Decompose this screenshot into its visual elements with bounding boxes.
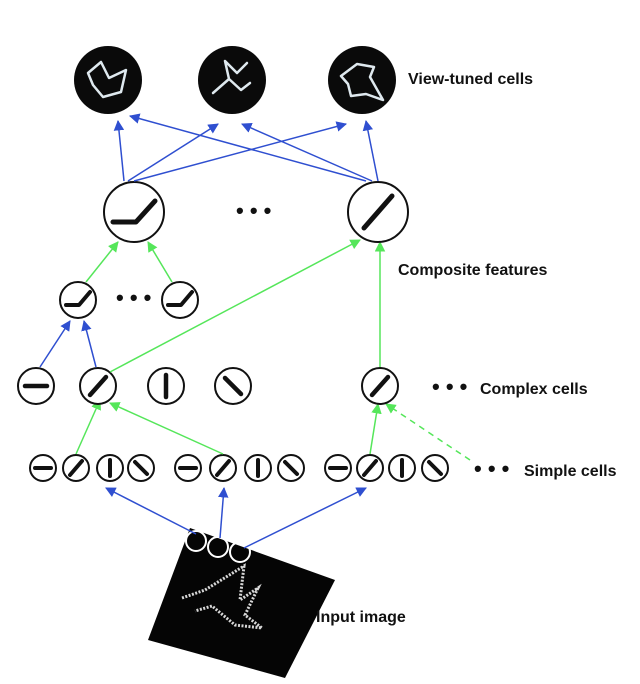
view-tuned-cells-label: View-tuned cells [408, 71, 533, 88]
complex-cells [17, 367, 399, 405]
view-tuned-cell [198, 46, 266, 114]
composite-to-view-tuned-arrows [113, 113, 379, 182]
receptive-field-1 [185, 530, 207, 552]
composite-subunit [59, 281, 97, 319]
composite-subunits [59, 281, 199, 319]
composite-subunit [161, 281, 199, 319]
complex-to-subunit-arrows [39, 319, 97, 368]
receptive-field-2 [207, 536, 229, 558]
input-to-simple-arrows [105, 486, 367, 549]
view-tuned-cells [74, 46, 396, 114]
complex-cells-label: Complex cells [480, 381, 588, 398]
simple-cells-group-3 [324, 454, 449, 482]
subunit-to-composite-arrows [85, 241, 173, 283]
complex-to-composite-arrows [109, 239, 386, 373]
simple-cells-group-1 [29, 454, 155, 482]
input-stimulus-pattern [181, 563, 268, 631]
composite-ellipsis: • • • [236, 198, 271, 223]
view-tuned-cell [328, 46, 396, 114]
composite-cell [103, 181, 165, 243]
receptive-field-3 [229, 541, 251, 563]
input-image [148, 528, 335, 678]
composite-features-label: Composite features [398, 262, 547, 279]
simple-cells-ellipsis: • • • [474, 456, 509, 481]
simple-cells-group-2 [174, 454, 305, 482]
input-image-label: Input image [316, 609, 406, 626]
composite-feature-cells [103, 181, 409, 243]
simple-to-complex-arrows [75, 399, 471, 461]
view-tuned-cell [74, 46, 142, 114]
simple-cells-label: Simple cells [524, 463, 617, 480]
complex-cells-ellipsis: • • • [432, 374, 467, 399]
subunit-ellipsis: • • • [116, 285, 151, 310]
